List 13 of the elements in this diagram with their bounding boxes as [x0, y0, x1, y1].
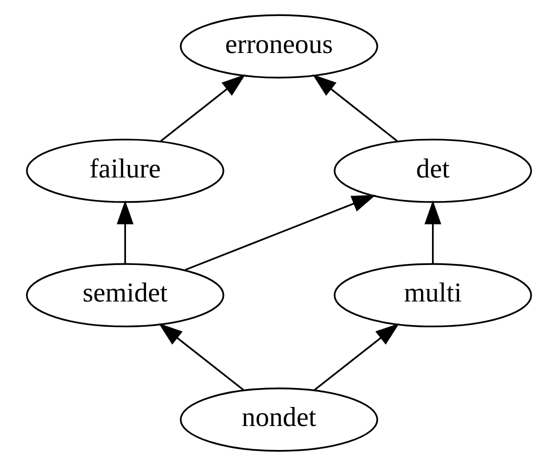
arrow: [184, 194, 376, 271]
node-ellipse: det: [333, 138, 532, 203]
arrow: [424, 200, 441, 264]
node-ellipse: erroneous: [179, 14, 378, 78]
node-ellipse: nondet: [179, 388, 378, 452]
node-ellipse: failure: [25, 138, 224, 203]
arrow: [312, 74, 398, 142]
node-ellipse: semidet: [25, 263, 224, 328]
arrow: [314, 323, 399, 390]
node-ellipse: multi: [333, 263, 532, 328]
arrow: [160, 74, 246, 142]
arrow: [116, 200, 134, 264]
arrow: [158, 323, 244, 390]
